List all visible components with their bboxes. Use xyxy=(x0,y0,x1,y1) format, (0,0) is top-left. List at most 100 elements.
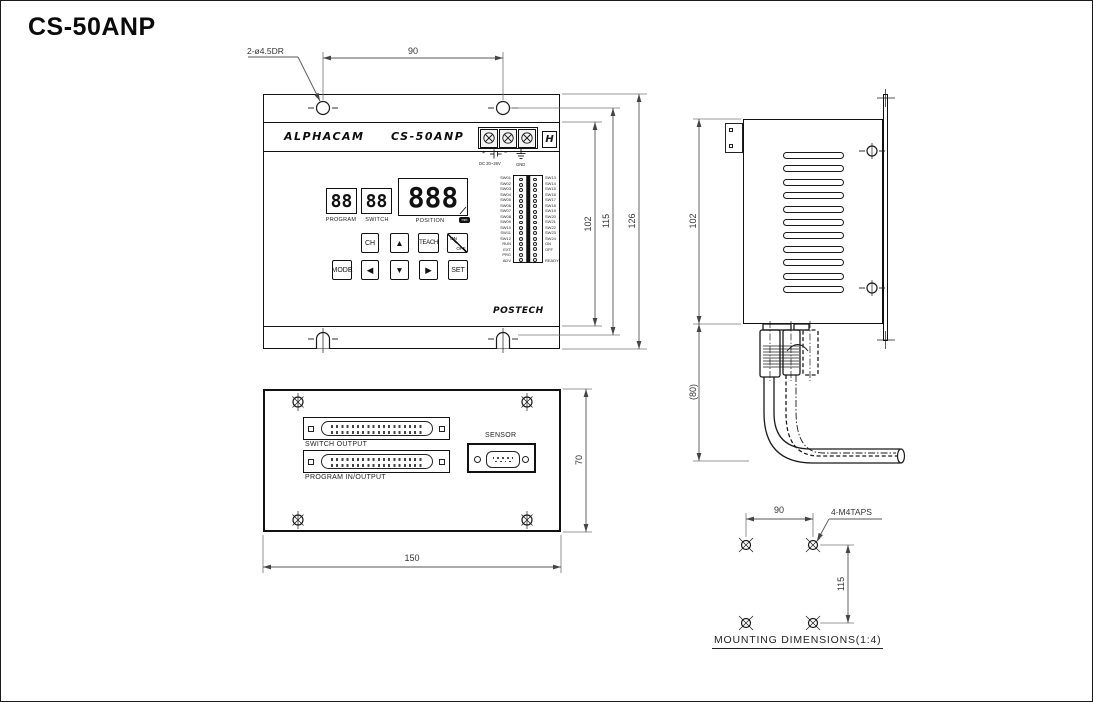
bracket-screw xyxy=(729,128,733,132)
power-plus-label: + xyxy=(482,150,486,156)
vent-slot xyxy=(783,259,844,267)
off-label: OFF xyxy=(456,245,466,251)
switch-display-label: SWITCH xyxy=(365,217,389,223)
strain-relief-hatch xyxy=(763,345,799,368)
terminal-pin xyxy=(519,236,523,241)
dim-hole-to-slot: 115 xyxy=(601,213,611,229)
terminal-label: SW17 xyxy=(545,197,556,202)
terminal-pin xyxy=(533,204,537,209)
terminal-pin xyxy=(533,236,537,241)
terminal-pin xyxy=(519,231,523,236)
footer-brand: POSTECH xyxy=(493,306,544,316)
terminal-pin xyxy=(519,177,523,182)
power-rating-label: DC 20~26V xyxy=(479,161,501,166)
db9-screw-hole xyxy=(522,456,529,463)
on-label: ON xyxy=(450,235,457,241)
connector-screw-socket xyxy=(308,459,314,465)
ground-label: GND xyxy=(516,162,526,167)
terminal-label: SW24 xyxy=(545,235,556,241)
terminal-label: SW14 xyxy=(545,180,556,186)
side-mounting-flange xyxy=(883,94,888,341)
sensor-connector xyxy=(467,443,536,473)
terminal-label: SW03 xyxy=(500,186,511,191)
connector-screw-socket xyxy=(439,459,445,465)
power-terminal-screw xyxy=(498,128,518,148)
down-arrow-button[interactable]: ▼ xyxy=(390,260,409,280)
db9-pin-row xyxy=(492,456,514,459)
terminal-pin xyxy=(519,215,523,219)
terminal-pin xyxy=(533,215,537,219)
terminal-label: SW09 xyxy=(500,219,511,224)
maker-mark: H xyxy=(542,131,557,148)
pin-row xyxy=(331,430,423,434)
terminal-pin xyxy=(533,231,537,236)
bracket-screw xyxy=(729,144,733,148)
connector-screw-socket xyxy=(439,426,445,432)
terminal-label: SW19 xyxy=(545,208,556,213)
position-display: 888 xyxy=(398,178,468,216)
set-button[interactable]: SET xyxy=(448,260,468,280)
db9-screw-hole xyxy=(474,456,481,463)
right-arrow-button[interactable]: ▶ xyxy=(419,260,438,280)
tap-hole xyxy=(738,615,754,631)
terminal-circles-left xyxy=(514,176,528,262)
terminal-pin xyxy=(533,182,537,187)
front-bottom-flange-line xyxy=(264,325,559,327)
vent-slot xyxy=(783,192,844,200)
dim-side-depth: (80) xyxy=(688,383,698,401)
terminal-pin xyxy=(519,242,523,246)
switch-output-connector xyxy=(303,417,450,440)
bottom-view-enclosure: SWITCH OUTPUT PROGRAM IN/OUTPUT SENSOR xyxy=(263,389,561,532)
switch-display: 88 xyxy=(361,188,392,214)
up-arrow-button[interactable]: ▲ xyxy=(390,233,409,253)
power-terminal-screw xyxy=(479,128,498,148)
dim-mount-x: 90 xyxy=(773,505,785,515)
ch-button[interactable]: CH xyxy=(361,233,379,253)
left-arrow-button[interactable]: ◀ xyxy=(361,260,379,280)
dim-total-height: 126 xyxy=(627,213,637,229)
vent-slot xyxy=(783,152,844,159)
terminal-label: READY xyxy=(545,257,559,263)
terminal-pin xyxy=(533,177,537,182)
program-display-label: PROGRAM xyxy=(325,217,357,223)
dim-width: 150 xyxy=(404,553,420,563)
terminal-circles-right xyxy=(528,176,542,262)
teach-button[interactable]: TEACH xyxy=(418,233,439,253)
dim-height: 70 xyxy=(574,454,584,466)
tap-hole xyxy=(805,537,821,553)
terminal-label: SW15 xyxy=(545,186,556,191)
terminal-pin xyxy=(533,188,537,193)
terminal-pin xyxy=(533,193,537,198)
program-io-connector xyxy=(303,450,450,473)
terminal-pin xyxy=(519,199,523,203)
tap-callout: 4-M4TAPS xyxy=(831,507,872,517)
vent-slot xyxy=(783,219,844,226)
dim-hole-spacing: 90 xyxy=(407,46,419,56)
terminal-label: RUN xyxy=(502,241,511,246)
connector-screw-socket xyxy=(308,426,314,432)
terminal-pin xyxy=(519,247,523,252)
terminal-label: ADV xyxy=(502,257,511,263)
vent-slot xyxy=(783,245,844,253)
terminal-label: OFF xyxy=(545,246,553,252)
terminal-pin xyxy=(519,225,523,230)
on-off-button[interactable]: ON OFF xyxy=(447,233,468,253)
terminal-label: EXT xyxy=(503,246,511,252)
terminal-label: SW20 xyxy=(545,213,556,219)
db9-pin-shell xyxy=(486,451,520,468)
pin-row xyxy=(331,463,423,467)
terminal-label: SW10 xyxy=(500,224,511,230)
terminal-pin xyxy=(519,258,523,262)
program-io-label: PROGRAM IN/OUTPUT xyxy=(305,474,386,481)
program-display: 88 xyxy=(326,188,357,214)
front-header-line xyxy=(264,150,559,152)
vent-slot xyxy=(783,165,844,173)
mode-button[interactable]: MODE xyxy=(332,260,353,280)
terminal-pin xyxy=(519,204,523,209)
pin-row xyxy=(331,457,423,461)
terminal-label: SW23 xyxy=(545,230,556,235)
terminal-pin xyxy=(519,220,523,225)
side-bracket xyxy=(725,123,743,153)
terminal-pin xyxy=(533,258,537,262)
